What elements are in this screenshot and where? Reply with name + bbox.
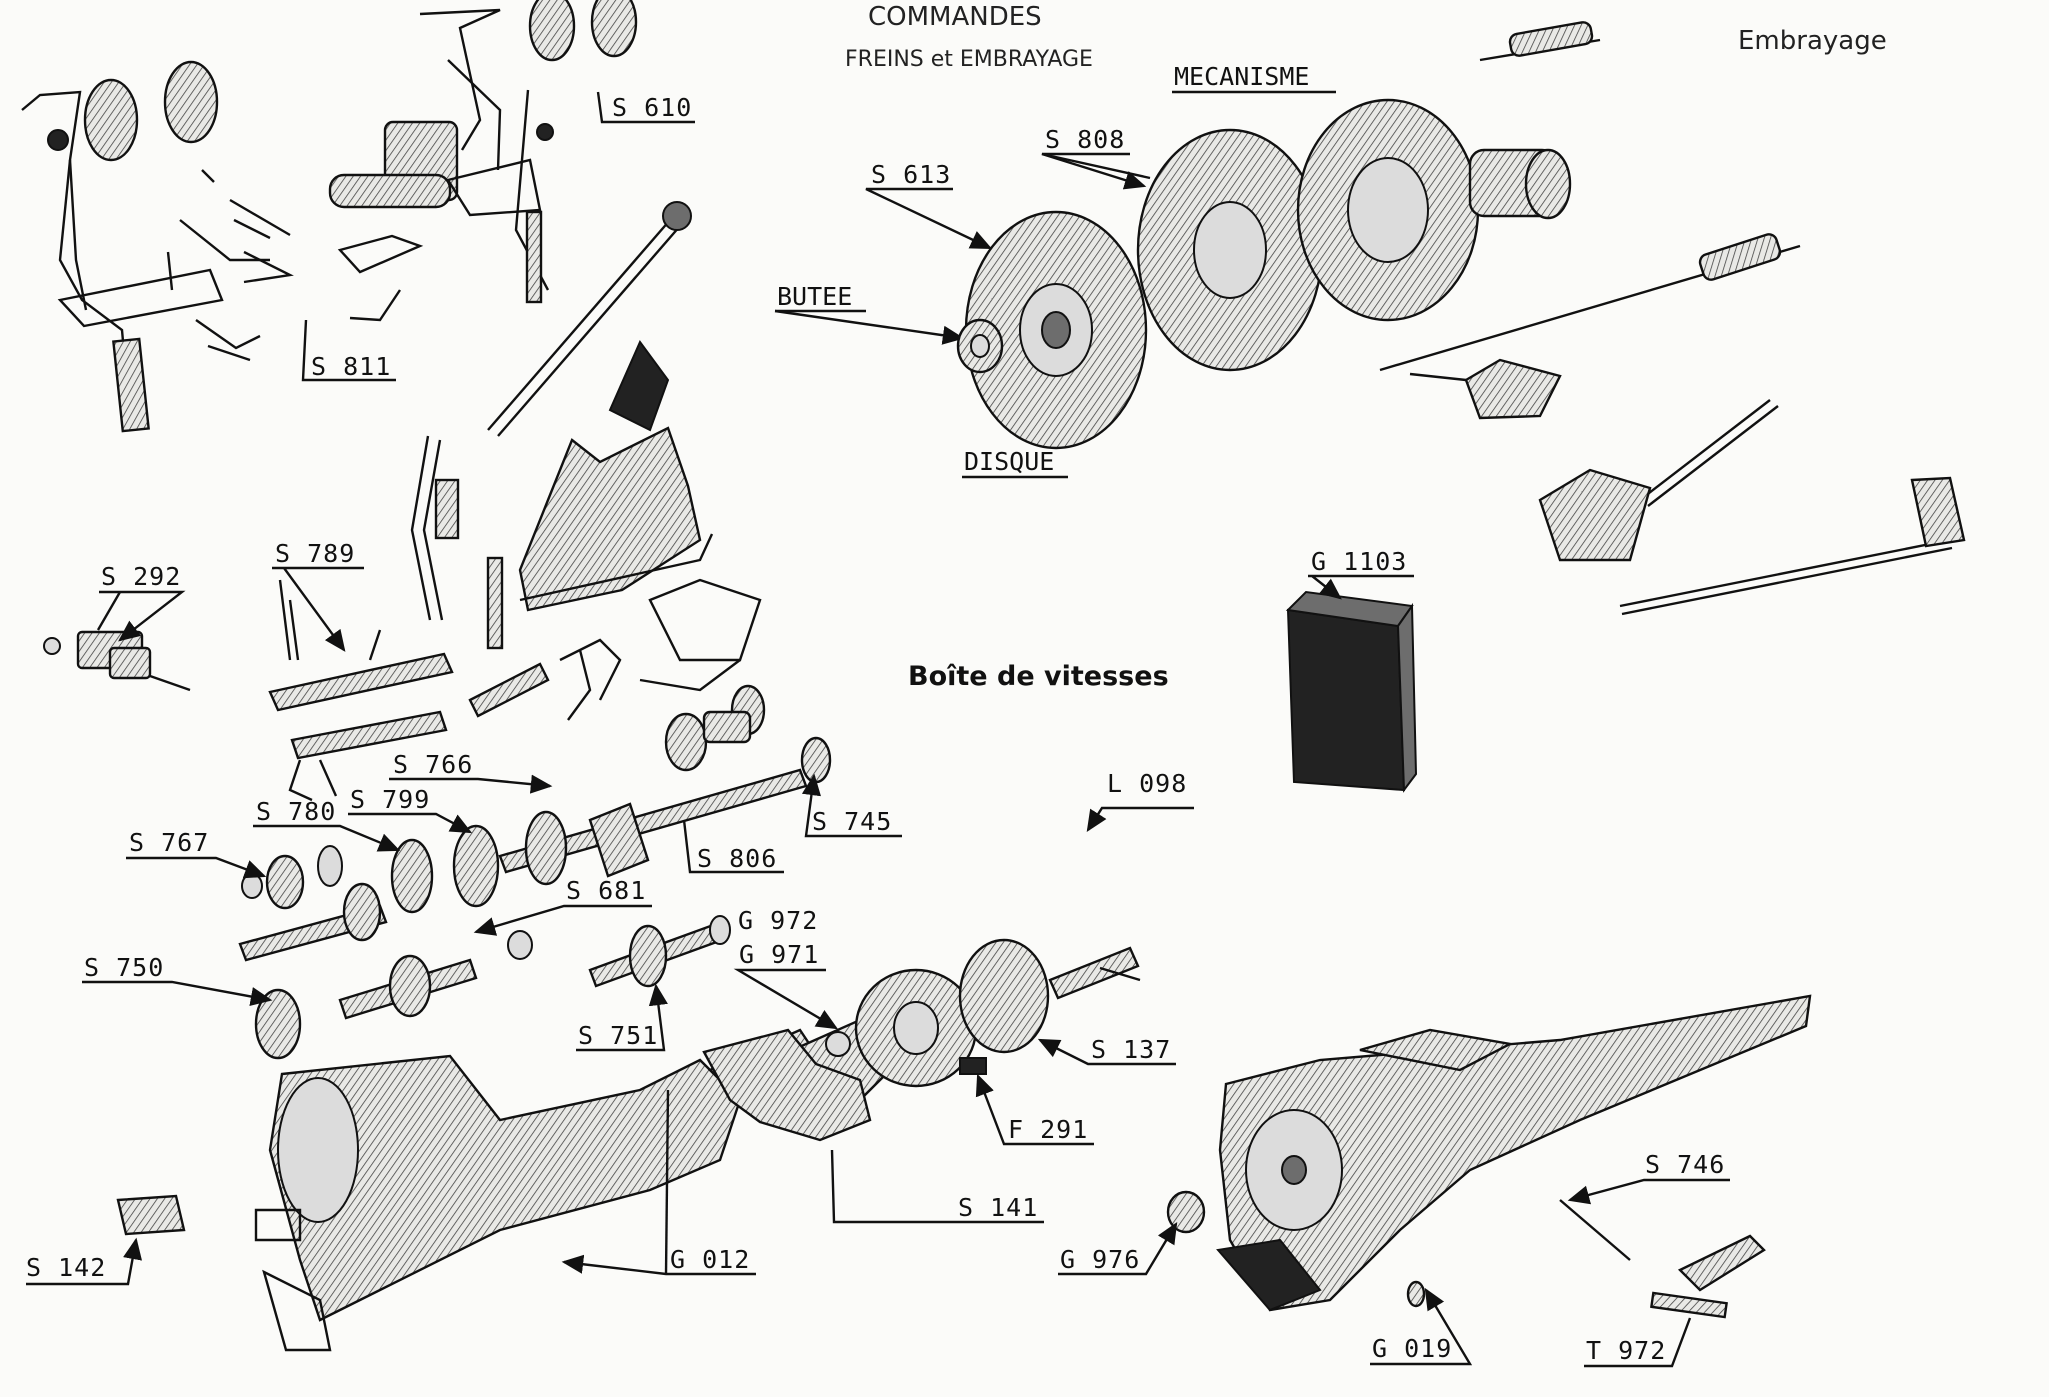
label-s745: S 745 xyxy=(812,807,892,836)
callout-s141: S 141 xyxy=(830,1149,1044,1224)
callout-g976: G 976 xyxy=(1058,1221,1178,1276)
label-g019: G 019 xyxy=(1372,1334,1452,1363)
label-s141: S 141 xyxy=(958,1193,1038,1222)
shift-tower-drawing xyxy=(410,340,714,650)
title-butee: BUTEE xyxy=(777,282,852,311)
label-f291: F 291 xyxy=(1008,1115,1088,1144)
callout-g012: G 012 xyxy=(561,1089,756,1276)
callout-s767: S 767 xyxy=(126,828,267,879)
label-g976: G 976 xyxy=(1060,1245,1140,1274)
callout-s766: S 766 xyxy=(389,750,553,794)
layshaft-drawing xyxy=(238,882,533,1060)
label-l098: L 098 xyxy=(1107,769,1187,798)
callout-s799: S 799 xyxy=(348,785,473,834)
callout-s745: S 745 xyxy=(801,773,902,838)
selector-rods-drawing xyxy=(268,578,762,802)
title-embrayage: Embrayage xyxy=(1738,26,1887,56)
callout-s751: S 751 xyxy=(576,983,668,1052)
callout-l098: L 098 xyxy=(1086,769,1194,833)
label-g971: G 971 xyxy=(739,940,819,969)
label-s292: S 292 xyxy=(101,562,181,591)
pressure-plate-drawing xyxy=(1136,21,1601,372)
callout-g971: G 971 xyxy=(733,940,839,1030)
callout-s811: S 811 xyxy=(301,319,396,382)
callout-s806: S 806 xyxy=(682,819,784,874)
label-s751: S 751 xyxy=(578,1021,658,1050)
callout-s142: S 142 xyxy=(26,1237,143,1286)
clutch-linkage-drawing xyxy=(1379,233,1966,616)
callout-s137: S 137 xyxy=(1037,1035,1176,1066)
callout-g1103: G 1103 xyxy=(1308,547,1414,598)
pedal-assembly-drawing xyxy=(21,60,294,433)
callout-s746: S 746 xyxy=(1567,1150,1730,1205)
title-commandes: COMMANDES xyxy=(868,2,1042,32)
label-s789: S 789 xyxy=(275,539,355,568)
callout-s610: S 610 xyxy=(596,91,695,124)
callout-s780: S 780 xyxy=(253,797,401,852)
rear-extension-drawing xyxy=(825,938,1141,1088)
label-s811: S 811 xyxy=(311,352,391,381)
callout-s613: S 613 xyxy=(865,160,993,250)
gear-lever-drawing xyxy=(487,201,692,437)
heading-disque: DISQUE xyxy=(962,447,1068,479)
label-s766: S 766 xyxy=(393,750,473,779)
callout-s292: S 292 xyxy=(96,562,186,642)
pedal-assembly-right-drawing xyxy=(328,0,638,322)
label-g972: G 972 xyxy=(738,906,818,935)
label-s767: S 767 xyxy=(129,828,209,857)
callout-s789: S 789 xyxy=(272,539,364,650)
label-s137: S 137 xyxy=(1091,1035,1171,1064)
callout-g019: G 019 xyxy=(1370,1287,1473,1366)
callout-s808: S 808 xyxy=(1041,125,1151,190)
label-s750: S 750 xyxy=(84,953,164,982)
label-g1103: G 1103 xyxy=(1311,547,1407,576)
title-mecanisme: MECANISME xyxy=(1174,62,1309,91)
rear-case-drawing xyxy=(702,1028,872,1142)
callout-s750: S 750 xyxy=(82,953,273,1006)
gearbox-assembled-drawing xyxy=(116,994,1812,1319)
oil-can-drawing xyxy=(1285,590,1418,793)
label-s610: S 610 xyxy=(612,93,692,122)
label-t972: T 972 xyxy=(1586,1336,1666,1365)
label-s142: S 142 xyxy=(26,1253,106,1282)
clutch-disc-drawing xyxy=(956,210,1148,450)
callout-f291: F 291 xyxy=(975,1073,1094,1146)
label-s799: S 799 xyxy=(350,785,430,814)
label-s613: S 613 xyxy=(871,160,951,189)
label-g012: G 012 xyxy=(670,1245,750,1274)
callout-s681: S 681 xyxy=(473,876,652,936)
title-disque: DISQUE xyxy=(964,447,1054,476)
callout-g972: G 972 xyxy=(738,906,818,935)
label-s808: S 808 xyxy=(1045,125,1125,154)
output-shaft-drawing xyxy=(588,915,731,988)
title-freins-embrayage: FREINS et EMBRAYAGE xyxy=(845,47,1093,72)
heading-mecanisme: MECANISME xyxy=(1172,62,1336,94)
label-s806: S 806 xyxy=(697,844,777,873)
label-s681: S 681 xyxy=(566,876,646,905)
label-s780: S 780 xyxy=(256,797,336,826)
s292-part-drawing xyxy=(43,630,191,692)
title-boite-de-vitesses: Boîte de vitesses xyxy=(908,661,1169,692)
callout-t972: T 972 xyxy=(1584,1317,1692,1368)
heading-butee: BUTEE xyxy=(774,282,965,345)
label-s746: S 746 xyxy=(1645,1150,1725,1179)
